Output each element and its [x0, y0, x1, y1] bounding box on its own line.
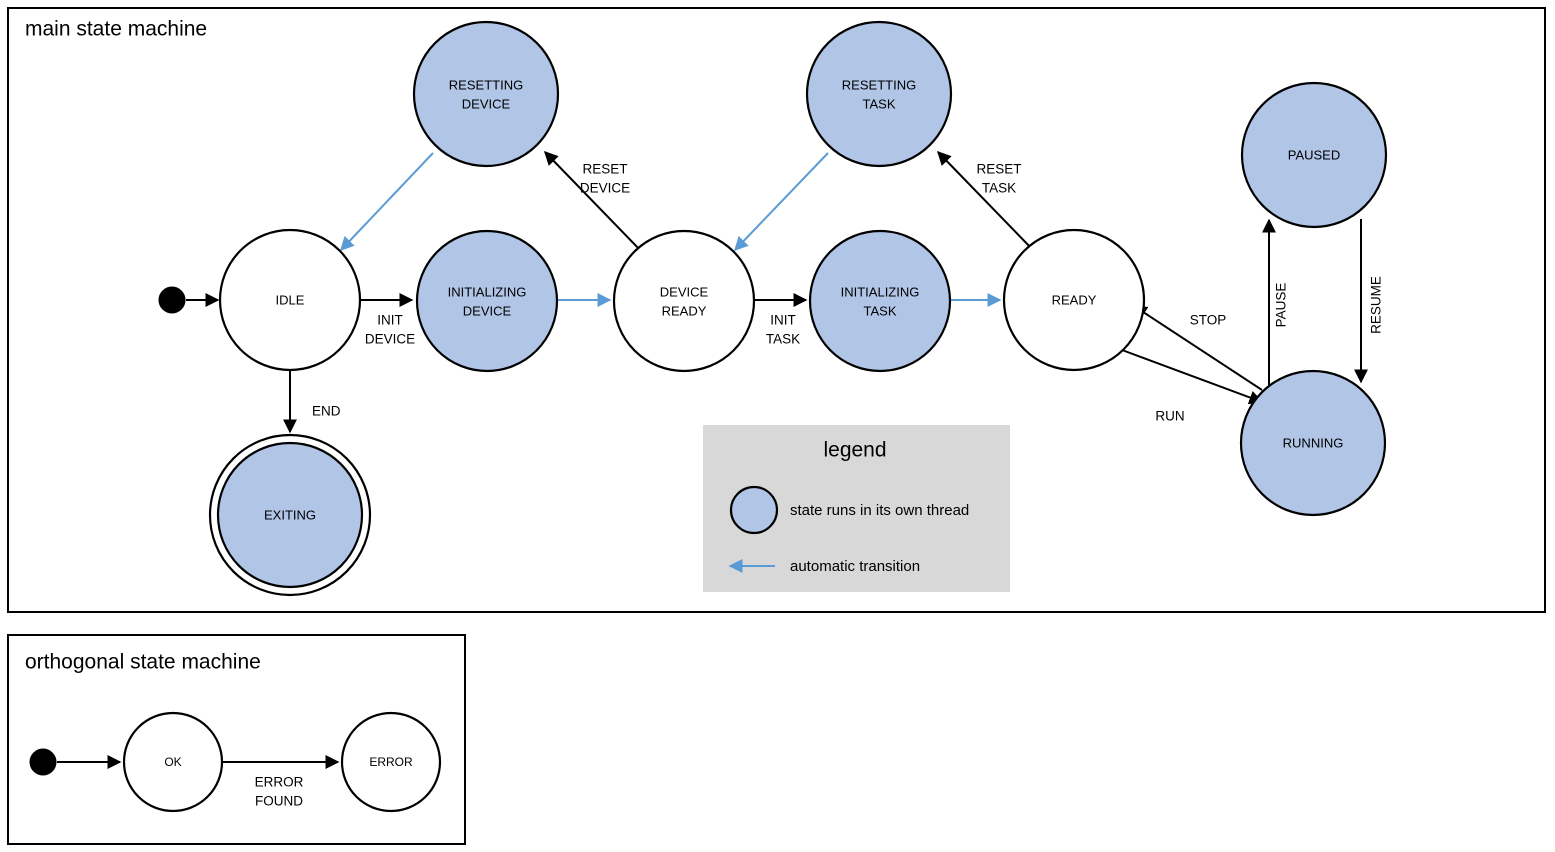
state-label-exiting: EXITING [264, 507, 316, 522]
state-node-initializing-device[interactable]: INITIALIZING DEVICE [415, 229, 559, 373]
edge-label-end: END [312, 404, 341, 419]
state-circle-ready [1002, 228, 1146, 372]
state-label-initializing-device-line1: INITIALIZING [448, 284, 527, 299]
edge-reset-device [544, 150, 641, 251]
edge-label-error-found-line2: FOUND [255, 794, 303, 809]
legend-item-auto-transition: automatic transition [728, 558, 920, 575]
state-label-running: RUNNING [1283, 435, 1344, 450]
edge-label-resume: RESUME [1369, 276, 1384, 334]
edge-label-error-found-line1: ERROR [255, 775, 304, 790]
legend-item-thread-state: state runs in its own thread [729, 485, 969, 535]
legend-auto-transition-text: automatic transition [790, 558, 920, 575]
state-node-resetting-task[interactable]: RESETTING TASK [805, 20, 953, 168]
state-node-initializing-task[interactable]: INITIALIZING TASK [808, 229, 952, 373]
initial-pseudostate-orthogonal [29, 748, 57, 776]
state-label-initializing-task-line1: INITIALIZING [841, 284, 920, 299]
orthogonal-state-machine-frame [7, 634, 466, 845]
edge-label-init-device-line1: INIT [377, 313, 403, 328]
state-label-ready: READY [1052, 292, 1097, 307]
state-node-ready[interactable]: READY [1002, 228, 1146, 372]
state-circle-error [340, 711, 442, 813]
edge-auto-resetting-task-to-device-ready [734, 152, 829, 252]
state-node-resetting-device[interactable]: RESETTING DEVICE [412, 20, 560, 168]
state-circle-initializing-task [808, 229, 952, 373]
state-circle-device-ready [612, 229, 756, 373]
state-circle-resetting-task [805, 20, 953, 168]
state-circle-ok [122, 711, 224, 813]
state-label-resetting-task-line1: RESETTING [842, 77, 916, 92]
edge-label-stop: STOP [1190, 313, 1227, 328]
edge-label-init-task-line2: TASK [766, 332, 800, 347]
edge-reset-task [937, 150, 1034, 251]
state-node-idle[interactable]: IDLE [218, 228, 362, 372]
state-label-device-ready-line1: DEVICE [660, 284, 709, 299]
state-label-initializing-task-line2: TASK [864, 303, 897, 318]
state-label-resetting-device-line2: DEVICE [462, 96, 511, 111]
edge-label-reset-task-line1: RESET [976, 162, 1021, 177]
state-label-resetting-task-line2: TASK [863, 96, 896, 111]
initial-pseudostate-main [158, 286, 186, 314]
state-label-ok: OK [164, 755, 181, 769]
state-label-initializing-device-line2: DEVICE [463, 303, 512, 318]
state-node-error[interactable]: ERROR [340, 711, 442, 813]
state-circle-idle [218, 228, 362, 372]
state-node-running[interactable]: RUNNING [1239, 369, 1387, 517]
state-node-ok[interactable]: OK [122, 711, 224, 813]
final-state-outer-ring-exiting [208, 433, 372, 597]
main-state-machine-frame [7, 7, 1546, 613]
state-label-idle: IDLE [276, 292, 305, 307]
legend: legend state runs in its own thread auto… [703, 425, 1010, 592]
edge-run [1121, 349, 1264, 405]
state-label-resetting-device-line1: RESETTING [449, 77, 523, 92]
state-circle-exiting [216, 441, 364, 589]
state-circle-initializing-device [415, 229, 559, 373]
edge-stop [1132, 305, 1263, 391]
legend-title: legend [823, 439, 886, 462]
edge-label-init-task-line1: INIT [770, 313, 796, 328]
state-circle-paused [1240, 81, 1388, 229]
state-label-paused: PAUSED [1288, 147, 1341, 162]
state-node-paused[interactable]: PAUSED [1240, 81, 1388, 229]
edge-label-run: RUN [1155, 409, 1184, 424]
legend-thread-state-swatch [729, 485, 779, 535]
state-node-device-ready[interactable]: DEVICE READY [612, 229, 756, 373]
state-circle-running [1239, 369, 1387, 517]
edge-label-reset-task-line2: TASK [982, 181, 1016, 196]
main-state-machine-title: main state machine [25, 18, 207, 41]
legend-thread-state-text: state runs in its own thread [790, 502, 969, 519]
edge-auto-resetting-device-to-idle [340, 152, 434, 252]
orthogonal-state-machine-title: orthogonal state machine [25, 651, 261, 674]
edge-label-init-device-line2: DEVICE [365, 332, 415, 347]
edge-label-pause: PAUSE [1274, 283, 1289, 328]
edge-label-reset-device-line2: DEVICE [580, 181, 630, 196]
state-label-device-ready-line2: READY [662, 303, 707, 318]
state-label-error: ERROR [369, 755, 413, 769]
edge-label-reset-device-line1: RESET [582, 162, 627, 177]
state-circle-resetting-device [412, 20, 560, 168]
state-node-exiting[interactable]: EXITING [208, 433, 372, 597]
